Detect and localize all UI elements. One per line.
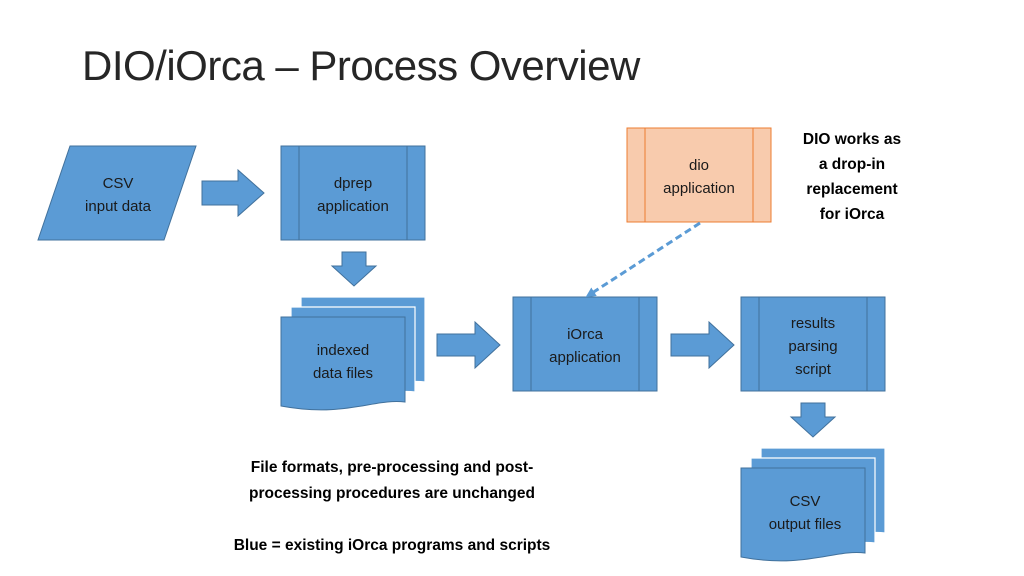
- csv-input-shape: [37, 145, 197, 241]
- dio-node: dio application: [626, 127, 772, 223]
- indexed-label-1: indexed: [317, 342, 370, 359]
- csv-output-label-2: output files: [769, 516, 842, 533]
- legend-note: Blue = existing iOrca programs and scrip…: [234, 537, 551, 554]
- csv-input-label-1: CSV: [103, 175, 134, 192]
- dio-note-line-3: replacement: [806, 181, 897, 198]
- dio-note-line-4: for iOrca: [820, 206, 885, 223]
- indexed-label-2: data files: [313, 365, 373, 382]
- dprep-shape: [280, 145, 426, 241]
- dio-note-line-1: DIO works as: [803, 131, 901, 148]
- formats-note: File formats, pre-processing and post- p…: [249, 459, 535, 502]
- formats-note-line-1: File formats, pre-processing and post-: [251, 459, 534, 476]
- csv-output-label-1: CSV: [790, 493, 821, 510]
- indexed-files-node: indexed data files: [280, 296, 426, 411]
- indexed-doc-front: [280, 316, 406, 411]
- csv-input-node: CSV input data: [37, 145, 197, 241]
- dprep-label-1: dprep: [334, 175, 372, 192]
- iorca-label-2: application: [549, 349, 621, 366]
- output-doc-front: [740, 467, 866, 562]
- formats-note-line-2: processing procedures are unchanged: [249, 485, 535, 502]
- results-label-1: results: [791, 315, 835, 332]
- arrow-dprep-to-indexed: [330, 251, 378, 287]
- iorca-label-1: iOrca: [567, 326, 603, 343]
- slide-title: DIO/iOrca – Process Overview: [82, 42, 640, 89]
- dprep-label-2: application: [317, 198, 389, 215]
- csv-output-node: CSV output files: [740, 447, 886, 562]
- arrow-indexed-to-iorca: [436, 320, 501, 370]
- results-label-3: script: [795, 361, 832, 378]
- csv-input-label-2: input data: [85, 198, 152, 215]
- dio-note: DIO works as a drop-in replacement for i…: [803, 131, 901, 223]
- results-label-2: parsing: [788, 338, 837, 355]
- arrow-iorca-to-results: [670, 320, 735, 370]
- dio-label-1: dio: [689, 157, 709, 174]
- iorca-shape: [512, 296, 658, 392]
- results-shape: [740, 296, 886, 392]
- dio-note-line-2: a drop-in: [819, 156, 885, 173]
- dio-label-2: application: [663, 180, 735, 197]
- dashed-arrow-dio-to-iorca: [585, 221, 701, 298]
- dio-shape: [626, 127, 772, 223]
- results-node: results parsing script: [740, 296, 886, 392]
- iorca-node: iOrca application: [512, 296, 658, 392]
- arrow-csv-to-dprep: [201, 168, 265, 218]
- dprep-node: dprep application: [280, 145, 426, 241]
- arrow-results-to-output: [789, 402, 837, 438]
